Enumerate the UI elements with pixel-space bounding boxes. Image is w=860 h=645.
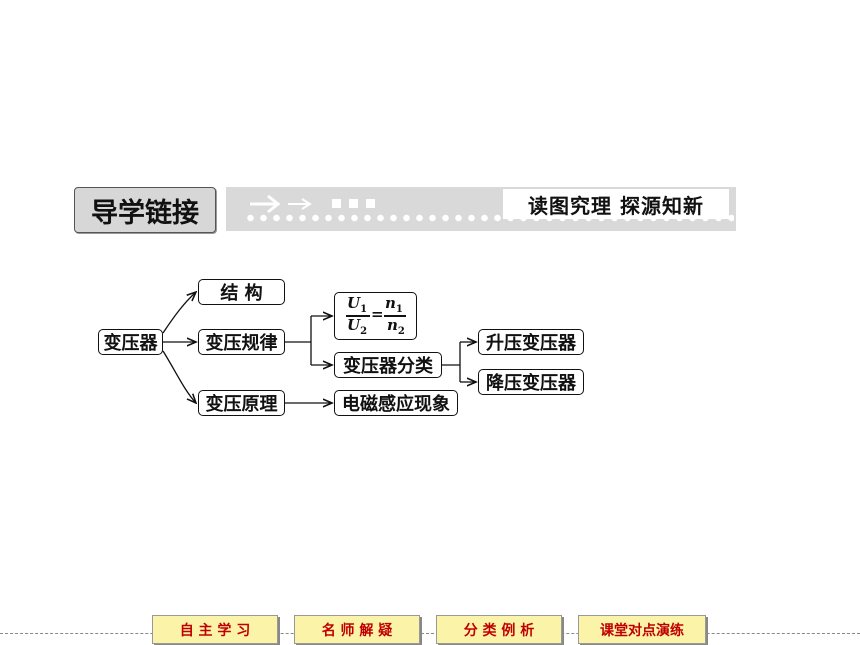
node-structure: 结 构 (198, 279, 285, 305)
node-em-induction: 电磁感应现象 (334, 390, 458, 416)
footer-divider (0, 633, 860, 634)
node-transform-principle: 变压原理 (198, 390, 285, 416)
node-step-up: 升压变压器 (478, 329, 584, 355)
arrow-decoration-icon (250, 194, 312, 214)
section-tab-guide-link: 导学链接 (74, 187, 216, 233)
square-decoration-icon (349, 199, 358, 208)
node-transform-law: 变压规律 (198, 329, 285, 355)
dotted-decoration (244, 213, 734, 223)
node-step-down: 降压变压器 (478, 369, 584, 395)
nav-button-self-study[interactable]: 自 主 学 习 (152, 615, 278, 644)
square-decoration-icon (332, 199, 341, 208)
square-decoration-icon (366, 199, 375, 208)
nav-button-examples[interactable]: 分 类 例 析 (436, 615, 562, 644)
node-transformer: 变压器 (98, 329, 163, 355)
node-classification: 变压器分类 (334, 352, 442, 378)
node-ratio-formula: U1 U2 = n1 n2 (334, 292, 417, 340)
nav-button-practice[interactable]: 课堂对点演练 (578, 615, 706, 644)
header-caption: 读图究理 探源知新 (503, 189, 729, 219)
nav-button-teacher-explain[interactable]: 名 师 解 疑 (294, 615, 420, 644)
